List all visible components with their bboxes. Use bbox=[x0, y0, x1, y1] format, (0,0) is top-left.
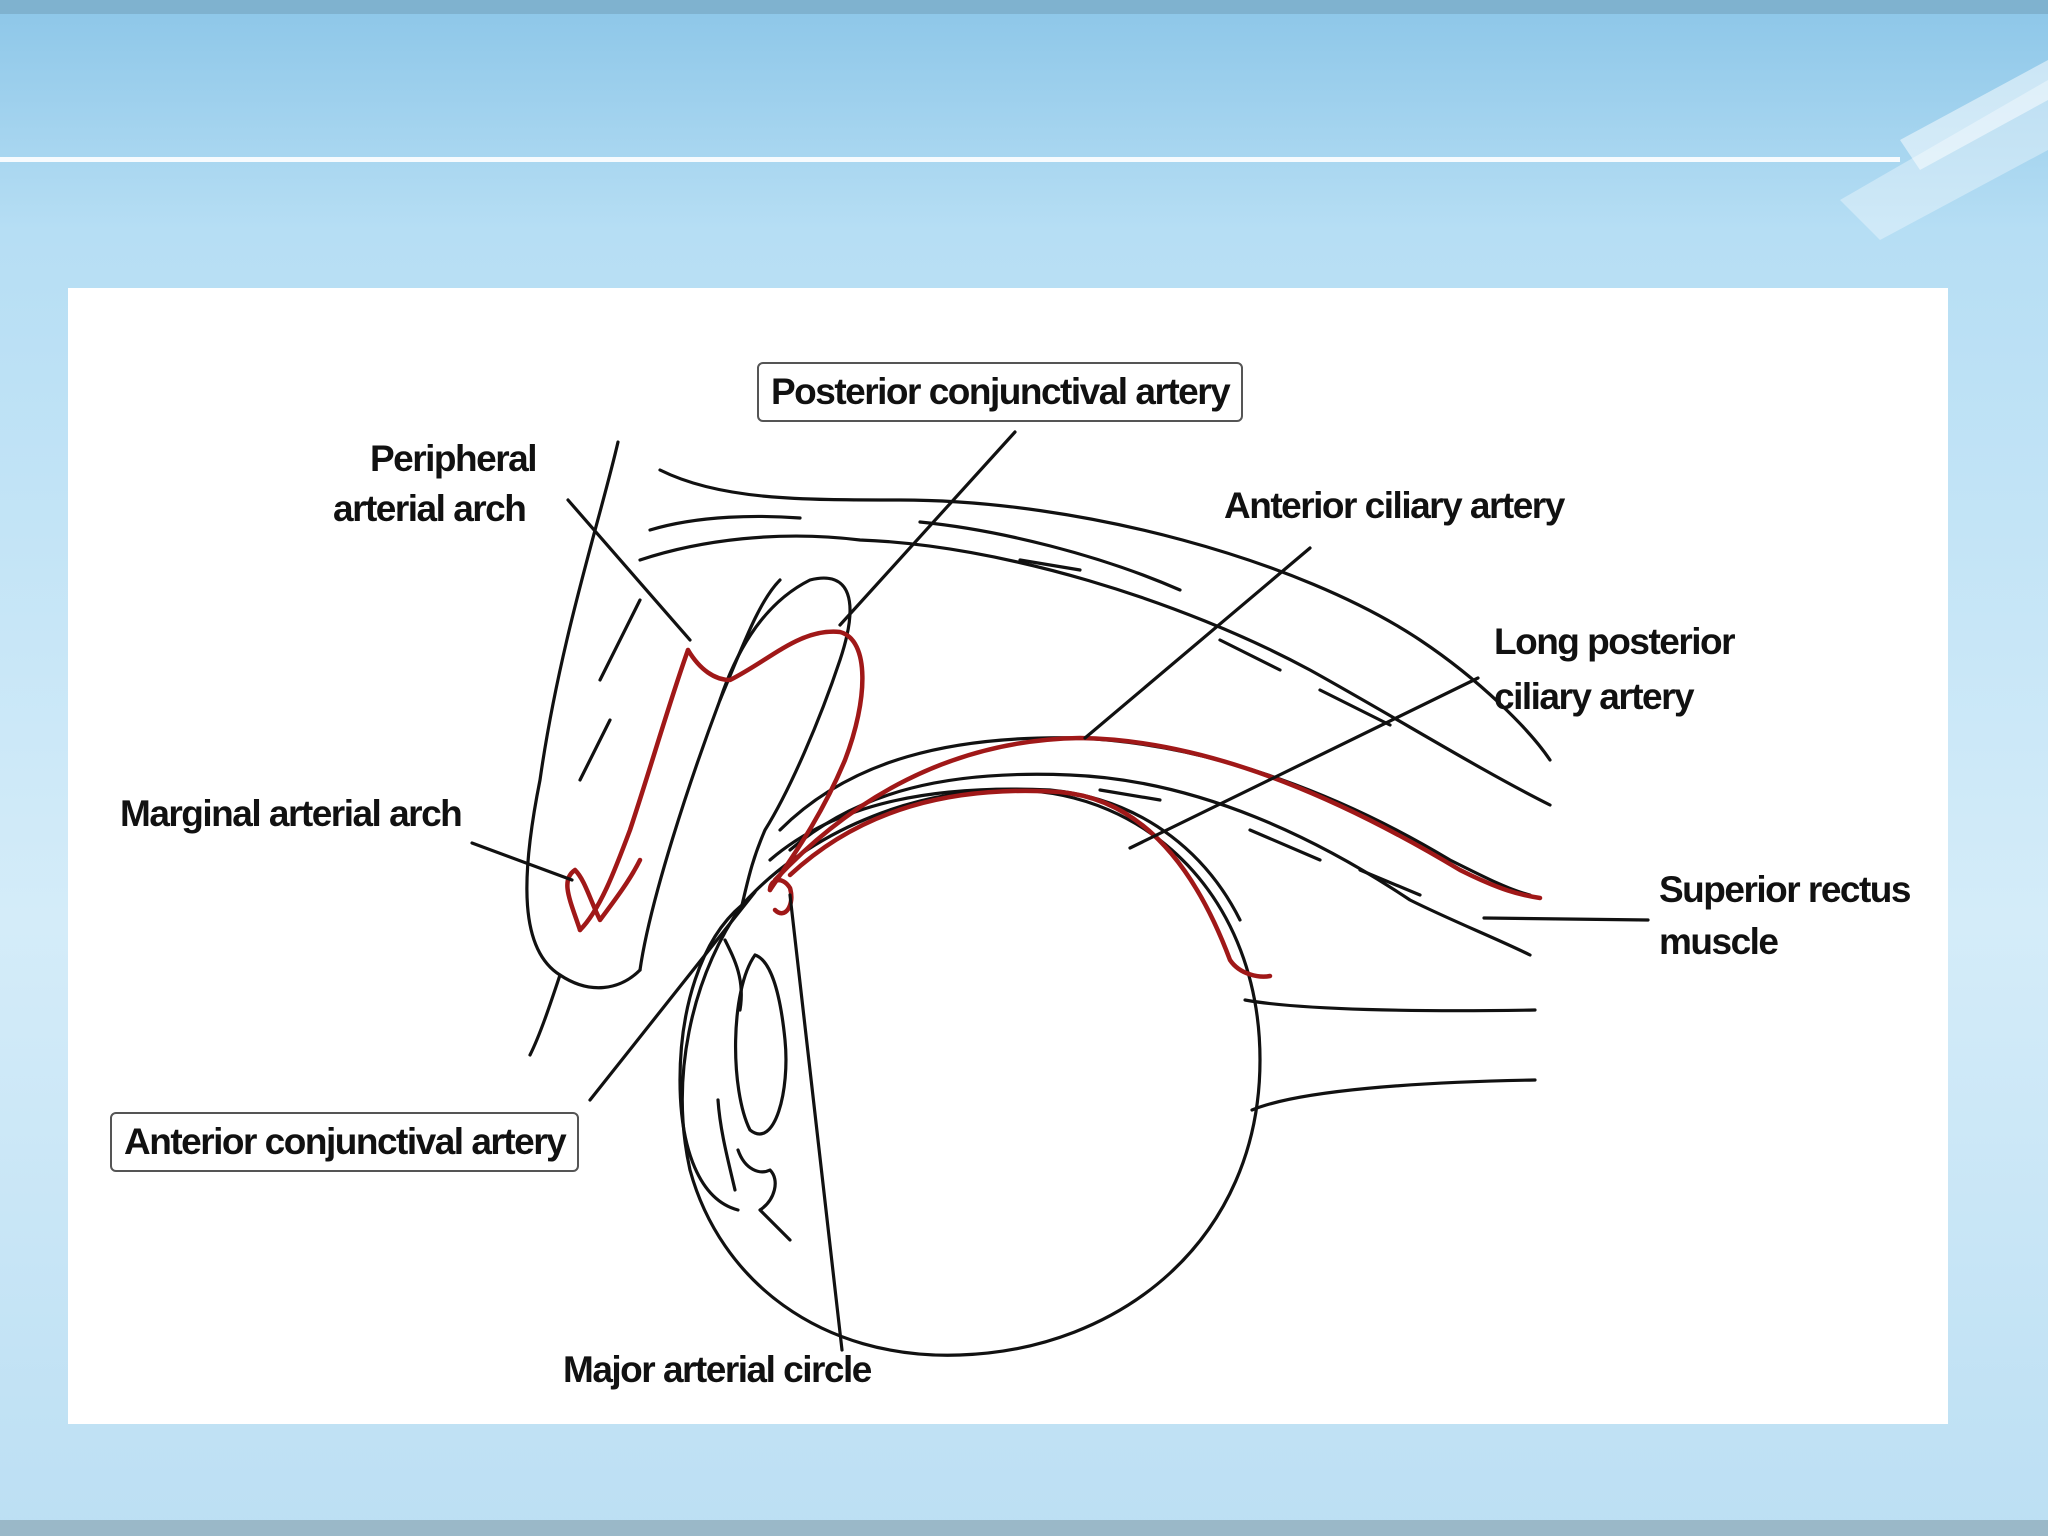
eyeball-outline bbox=[680, 788, 1262, 1357]
leader-anterior-ciliary bbox=[1083, 546, 1312, 740]
levator-top bbox=[658, 468, 1552, 762]
optic-nerve-bottom bbox=[1250, 1078, 1537, 1112]
marginal-arterial-arch-path bbox=[565, 857, 643, 933]
figure-panel bbox=[68, 288, 1948, 1424]
fornix-line bbox=[718, 576, 852, 907]
label-long-posterior-ciliary-line2: ciliary artery bbox=[1494, 676, 1695, 717]
label-superior-rectus-line2: muscle bbox=[1659, 921, 1779, 962]
optic-nerve-top bbox=[1243, 998, 1537, 1013]
muscle-hatch bbox=[1098, 788, 1162, 802]
label-major-arterial-circle: Major arterial circle bbox=[563, 1349, 872, 1390]
label-marginal-arterial-arch: Marginal arterial arch bbox=[120, 793, 463, 834]
tarsus-hatch bbox=[598, 598, 642, 682]
tarsus-hatch-2 bbox=[578, 718, 612, 782]
eyelid-outer bbox=[525, 440, 642, 990]
tarsus-outline bbox=[638, 578, 782, 972]
levator-fibers bbox=[648, 514, 802, 532]
leader-posterior-conjunctival bbox=[838, 430, 1017, 627]
leader-marginal-arch bbox=[470, 841, 574, 882]
light-streak-2 bbox=[1900, 60, 2048, 170]
anterior-ciliary-artery-path bbox=[772, 735, 1543, 901]
muscle-hatch-5 bbox=[1318, 688, 1392, 727]
leader-superior-rectus bbox=[1482, 916, 1650, 922]
major-arterial-circle-path bbox=[767, 878, 794, 916]
header-divider-line bbox=[0, 157, 1900, 162]
levator-inner bbox=[638, 534, 1552, 807]
cornea-outline bbox=[678, 903, 744, 1212]
leader-major-arterial-circle bbox=[788, 893, 844, 1352]
superior-rectus-top bbox=[778, 736, 1532, 897]
iris-fold-3 bbox=[716, 1098, 737, 1192]
label-peripheral-arterial-arch-line1: Peripheral bbox=[370, 438, 537, 479]
peripheral-arterial-arch-path bbox=[577, 647, 691, 933]
eyelid-lower-edge bbox=[528, 973, 562, 1057]
posterior-conjunctival-artery-path bbox=[685, 629, 865, 893]
lens-outline bbox=[734, 953, 788, 1136]
levator-fibers-2 bbox=[918, 520, 1182, 592]
label-superior-rectus-line1: Superior rectus bbox=[1659, 869, 1911, 910]
leader-anterior-conjunctival bbox=[588, 890, 757, 1102]
label-peripheral-arterial-arch-line2: arterial arch bbox=[333, 488, 527, 529]
leader-long-posterior-ciliary bbox=[1128, 676, 1480, 850]
label-anterior-ciliary-artery: Anterior ciliary artery bbox=[1224, 485, 1565, 526]
label-long-posterior-ciliary-line1: Long posterior bbox=[1494, 621, 1736, 662]
label-posterior-conjunctival-artery: Posterior conjunctival artery bbox=[757, 362, 1244, 423]
label-anterior-conjunctival-artery: Anterior conjunctival artery bbox=[110, 1112, 580, 1173]
leader-peripheral-arch bbox=[566, 498, 692, 642]
iris-fold-2 bbox=[736, 1148, 792, 1242]
muscle-hatch-6 bbox=[1018, 558, 1082, 572]
muscle-hatch-3 bbox=[1358, 868, 1422, 897]
bottom-edge-strip bbox=[0, 1520, 2048, 1536]
iris-fold bbox=[723, 938, 743, 1012]
long-posterior-ciliary-artery-path bbox=[787, 788, 1273, 979]
superior-rectus-bottom bbox=[788, 772, 1532, 957]
muscle-hatch-2 bbox=[1248, 828, 1322, 862]
muscle-hatch-4 bbox=[1218, 638, 1282, 672]
top-edge-strip bbox=[0, 0, 2048, 14]
